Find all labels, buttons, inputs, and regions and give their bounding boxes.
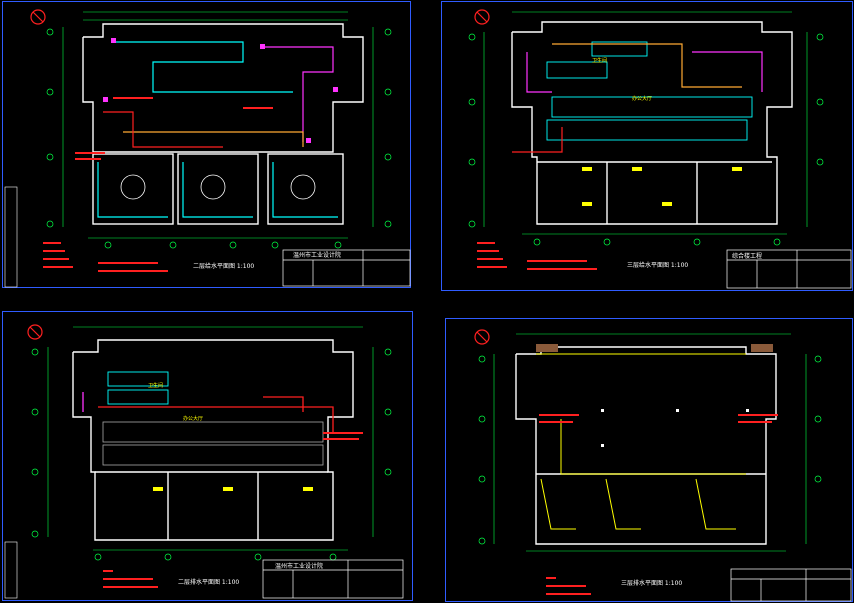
tr-sheet-title: 三层给水平面图 1:100 (627, 261, 688, 269)
floor-plan-bottom-right: 三层排水平面图 1:100 (474, 329, 852, 602)
bl-dept-label: 温州市工业设计院 (275, 562, 323, 570)
floor-plan-top-right: 卫生间 办公大厅 综合楼工程 三层给水平面图 1:100 (468, 9, 852, 289)
floor-plan-top-left: 温州市工业设计院 二层给水平面图 1:100 (4, 9, 411, 288)
tl-sheet-title: 二层给水平面图 1:100 (193, 262, 254, 270)
prohibit-icon (27, 324, 43, 340)
bl-room1-label: 卫生间 (148, 382, 163, 389)
bl-room2-label: 办公大厅 (183, 415, 203, 422)
tr-room2-label: 办公大厅 (632, 95, 652, 102)
drawing-sheet-bottom-right[interactable]: 三层排水平面图 1:100 (445, 318, 853, 602)
drawing-sheet-bottom-left[interactable]: 卫生间 办公大厅 温州市工业设计院 二层排水平面图 1:100 (2, 311, 413, 601)
prohibit-icon (30, 9, 46, 25)
prohibit-icon (474, 9, 490, 25)
drawing-sheet-top-right[interactable]: 卫生间 办公大厅 综合楼工程 三层给水平面图 1:100 (441, 1, 853, 291)
prohibit-icon (474, 329, 490, 345)
tl-dept-label: 温州市工业设计院 (293, 251, 341, 259)
bl-sheet-title: 二层排水平面图 1:100 (178, 578, 239, 586)
drawing-sheet-top-left[interactable]: 温州市工业设计院 二层给水平面图 1:100 (2, 1, 411, 288)
floor-plan-bottom-left: 卫生间 办公大厅 温州市工业设计院 二层排水平面图 1:100 (4, 324, 404, 599)
tr-block-label: 综合楼工程 (732, 252, 762, 260)
br-sheet-title: 三层排水平面图 1:100 (621, 579, 682, 587)
tr-room1-label: 卫生间 (592, 57, 607, 64)
